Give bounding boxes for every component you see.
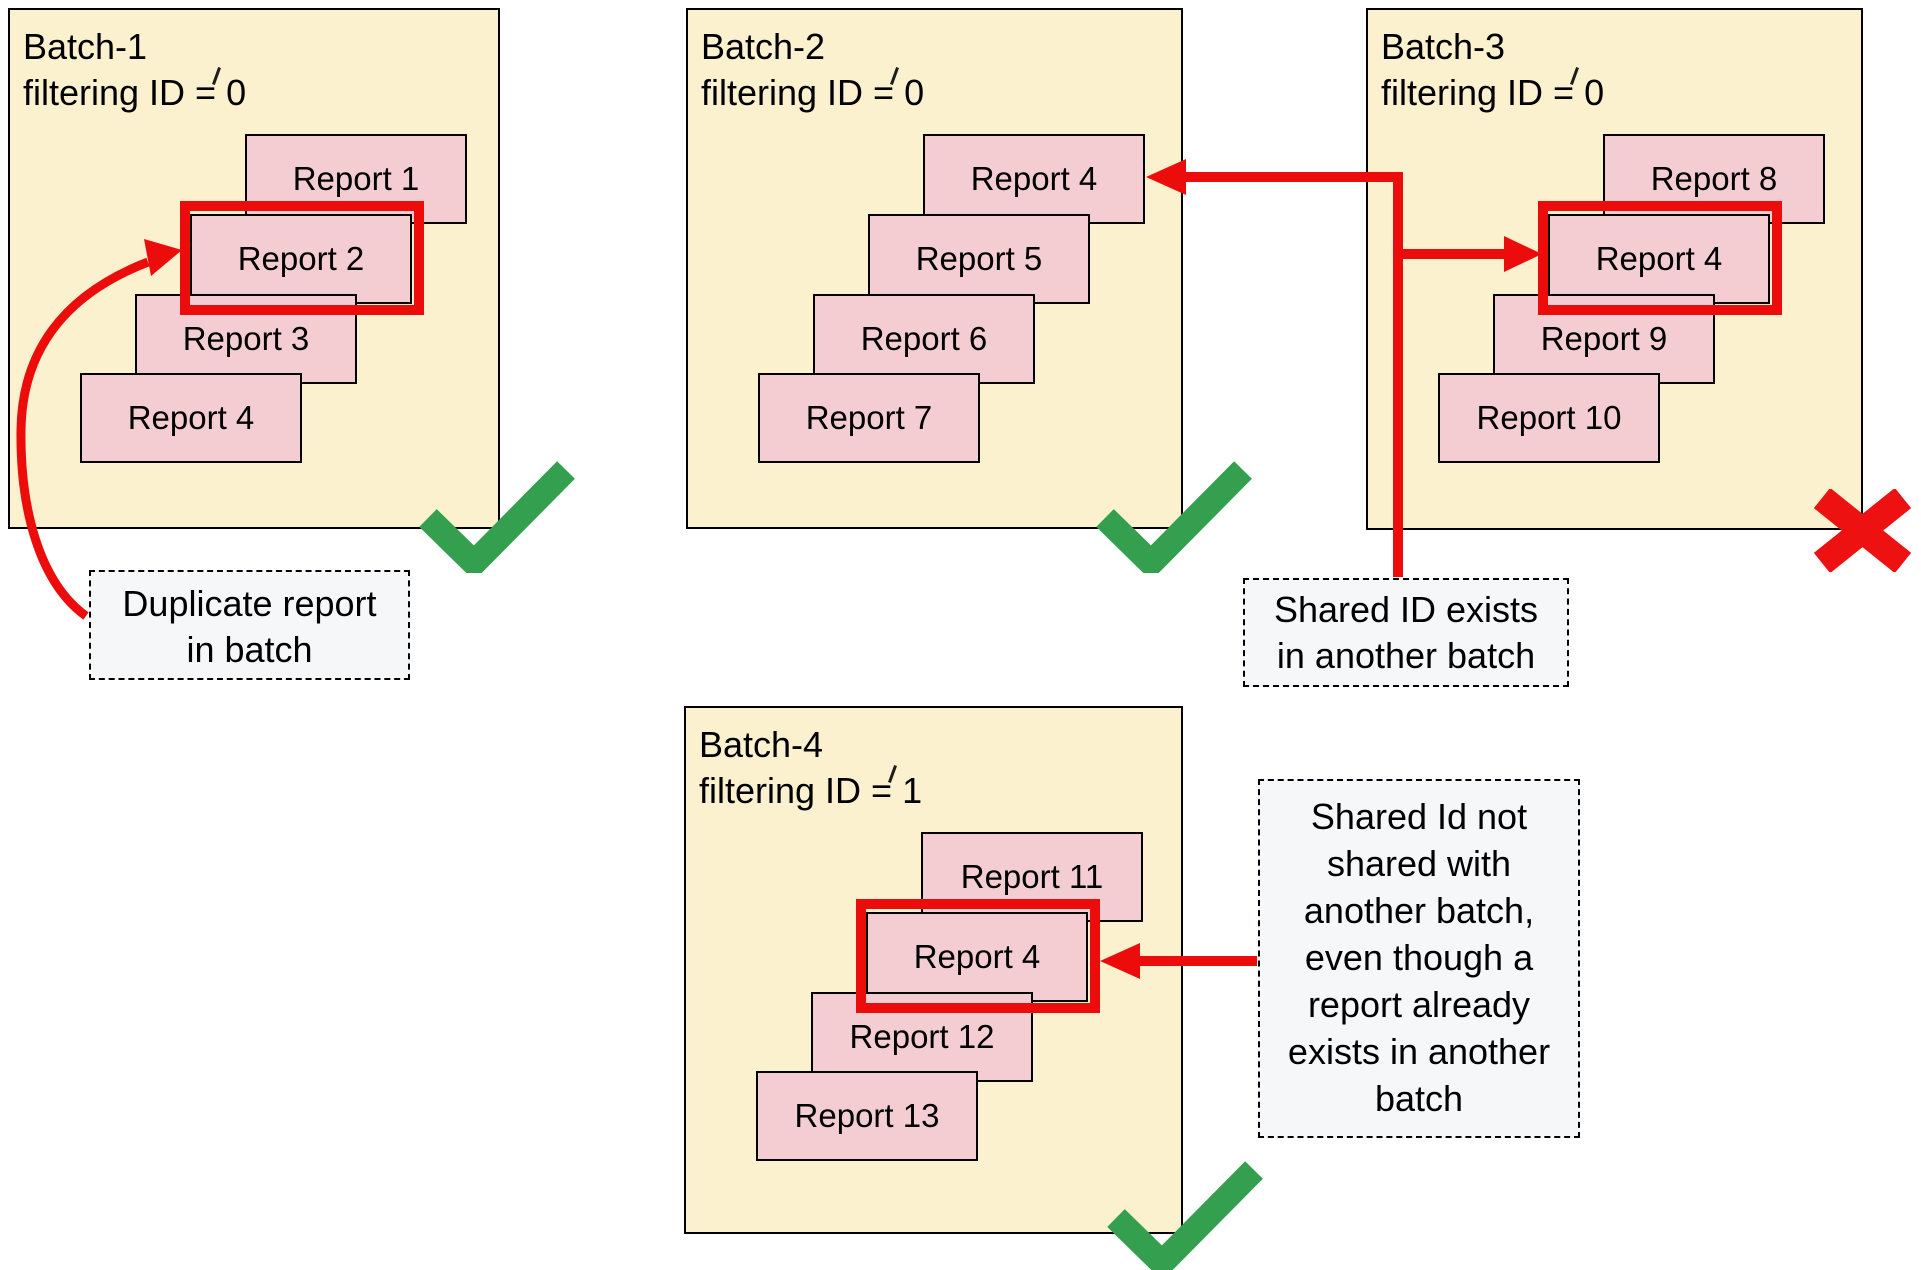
report-label: Report 10: [1476, 399, 1622, 436]
report-label: Report 5: [915, 240, 1043, 277]
report-label: Report 4: [1595, 240, 1723, 277]
note-shared-id-exists: Shared ID exists in another batch: [1243, 578, 1569, 687]
duplicate-highlight-frame: [1538, 201, 1782, 315]
note-line: Shared ID exists: [1273, 589, 1539, 630]
report-card: Report 6: [813, 294, 1035, 384]
report-label: Report 4: [970, 160, 1098, 197]
batch-filter-label: filtering ID = 0: [23, 72, 247, 113]
batch-name: Batch-1: [23, 26, 148, 67]
batch-4: Batch-4 filtering ID = 1 Report 11 Repor…: [684, 706, 1183, 1234]
note-line: batch: [1374, 1078, 1464, 1119]
note-line: report already: [1307, 984, 1531, 1025]
report-card: Report 4: [923, 134, 1145, 224]
note-line: exists in another: [1287, 1031, 1551, 1072]
batch-name: Batch-4: [699, 724, 824, 765]
report-card: Report 7: [758, 373, 980, 463]
report-label: Report 2: [237, 240, 365, 277]
batch-3: Batch-3 filtering ID = 0 Report 8 Report…: [1366, 8, 1863, 530]
report-card: Report 4: [1548, 214, 1770, 304]
batch-filter-label: filtering ID = 0: [701, 72, 925, 113]
batch-1: Batch-1 filtering ID = 0 Report 1 Report…: [8, 8, 500, 529]
report-label: Report 3: [182, 320, 310, 357]
batch-title: Batch-2 filtering ID = 0: [701, 24, 924, 116]
duplicate-highlight-frame: [856, 899, 1100, 1013]
report-card: Report 4: [866, 912, 1088, 1002]
batch-title: Batch-3 filtering ID = 0: [1381, 24, 1604, 116]
note-line: Shared Id not: [1310, 796, 1528, 837]
report-label: Report 4: [127, 399, 255, 436]
report-label: Report 1: [292, 160, 420, 197]
batch-name: Batch-3: [1381, 26, 1506, 67]
batch-filter-label: filtering ID = 0: [1381, 72, 1605, 113]
report-label: Report 8: [1650, 160, 1778, 197]
note-duplicate-report: Duplicate report in batch: [89, 570, 410, 680]
report-label: Report 7: [805, 399, 933, 436]
report-card: Report 10: [1438, 373, 1660, 463]
batch-name: Batch-2: [701, 26, 826, 67]
duplicate-highlight-frame: [180, 201, 424, 315]
report-label: Report 13: [794, 1097, 940, 1134]
report-card: Report 5: [868, 214, 1090, 304]
batch-filter-label: filtering ID = 1: [699, 770, 923, 811]
report-label: Report 9: [1540, 320, 1668, 357]
report-label: Report 6: [860, 320, 988, 357]
note-line: even though a: [1304, 937, 1534, 978]
note-shared-id-not-shared: Shared Id not shared with another batch,…: [1258, 779, 1580, 1138]
report-card: Report 13: [756, 1071, 978, 1161]
note-line: shared with: [1326, 843, 1512, 884]
report-label: Report 12: [849, 1018, 995, 1055]
batch-title: Batch-4 filtering ID = 1: [699, 722, 922, 814]
note-line: Duplicate report: [122, 583, 377, 624]
report-label: Report 4: [913, 938, 1041, 975]
note-line: in another batch: [1276, 635, 1536, 676]
batch-title: Batch-1 filtering ID = 0: [23, 24, 246, 116]
report-label: Report 11: [960, 858, 1104, 895]
report-card: Report 4: [80, 373, 302, 463]
note-line: in batch: [186, 629, 313, 670]
note-line: another batch,: [1303, 890, 1535, 931]
batch-2: Batch-2 filtering ID = 0 Report 4 Report…: [686, 8, 1183, 529]
